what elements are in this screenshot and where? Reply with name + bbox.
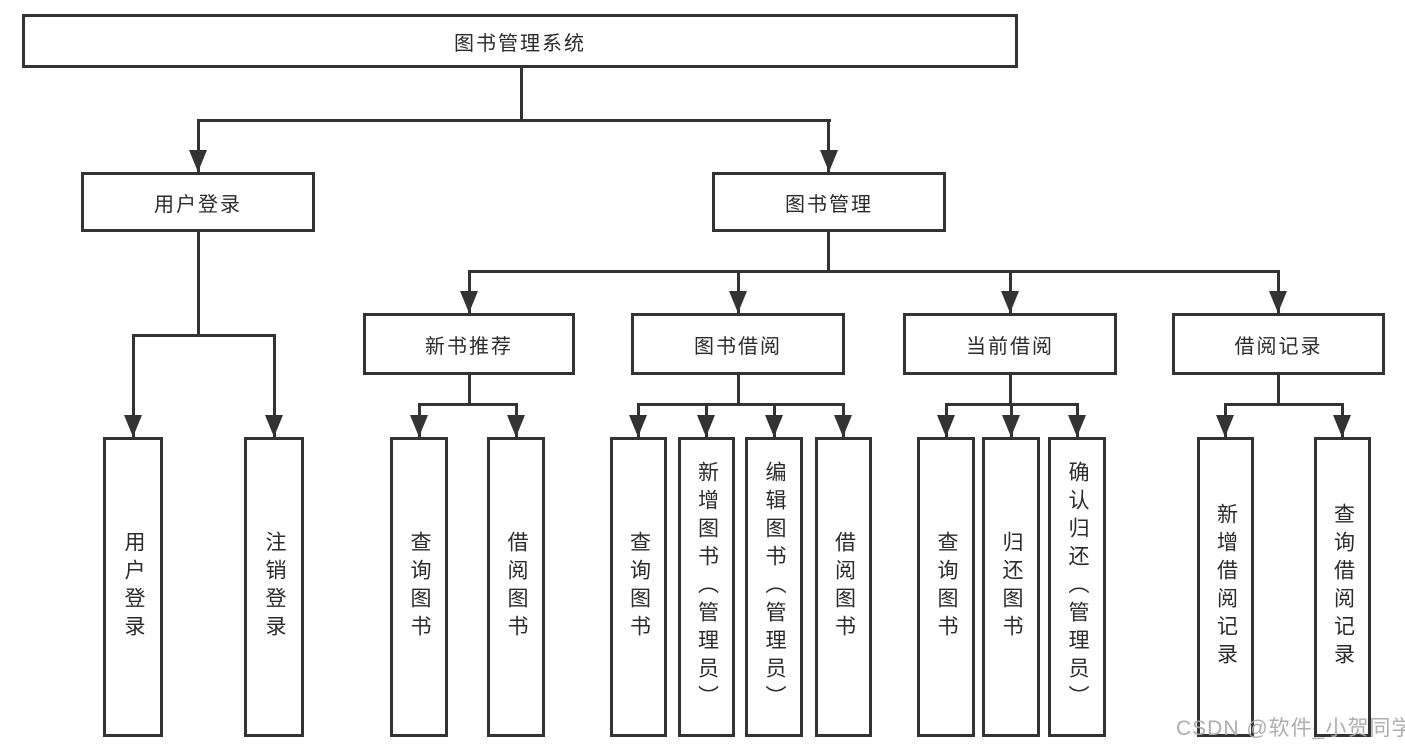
leaf-logout-label: 注销登录 <box>263 531 286 643</box>
leaf-br-query-record: 查询借阅记录 <box>1314 437 1371 737</box>
leaf-user-login: 用户登录 <box>103 437 163 737</box>
arrow-down-icon <box>765 415 783 437</box>
connector-newbookrec-bar <box>418 403 518 406</box>
leaf-br-query-record-label: 查询借阅记录 <box>1331 503 1355 671</box>
leaf-bb-add-book: 新增图书（管理员） <box>678 437 735 737</box>
leaf-bb-query-book: 查询图书 <box>610 437 667 737</box>
arrow-down-icon <box>124 415 142 437</box>
node-book-management: 图书管理 <box>712 172 946 232</box>
leaf-cb-return-book: 归还图书 <box>982 437 1040 737</box>
connector-drop-user-login <box>197 119 200 172</box>
arrow-down-icon <box>460 291 478 313</box>
leaf-cb-query-book-label: 查询图书 <box>935 531 958 643</box>
node-book-borrow: 图书借阅 <box>631 313 845 375</box>
leaf-bb-edit-book: 编辑图书（管理员） <box>745 437 803 737</box>
arrow-down-icon <box>697 415 715 437</box>
connector-userlogin-stem <box>197 232 200 336</box>
node-borrow-record-label: 借阅记录 <box>1234 335 1323 358</box>
arrow-down-icon <box>1269 291 1287 313</box>
leaf-br-add-record: 新增借阅记录 <box>1197 437 1254 737</box>
connector-bookmgmt-stem <box>827 232 830 273</box>
leaf-cb-query-book: 查询图书 <box>917 437 975 737</box>
arrow-down-icon <box>834 415 852 437</box>
leaf-cb-confirm-return-label: 确认归还（管理员） <box>1066 461 1089 713</box>
node-new-book-recommend: 新书推荐 <box>363 313 575 375</box>
connector-drop-leaf-user-login <box>132 334 135 437</box>
arrow-down-icon <box>507 415 525 437</box>
leaf-user-login-label: 用户登录 <box>122 531 145 643</box>
arrow-down-icon <box>937 415 955 437</box>
leaf-rec-query-book-label: 查询图书 <box>408 531 431 643</box>
arrow-down-icon <box>629 415 647 437</box>
node-borrow-record: 借阅记录 <box>1172 313 1385 375</box>
connector-root-bar <box>197 119 831 122</box>
connector-borrowrecord-bar <box>1224 403 1343 406</box>
connector-bookmgmt-bar <box>468 270 1280 273</box>
arrow-down-icon <box>1216 415 1234 437</box>
node-book-borrow-label: 图书借阅 <box>694 335 782 358</box>
arrow-down-icon <box>1333 415 1351 437</box>
connector-drop-leaf-logout <box>273 334 276 437</box>
arrow-down-icon <box>729 291 747 313</box>
leaf-rec-borrow-book-label: 借阅图书 <box>505 531 528 643</box>
leaf-cb-return-book-label: 归还图书 <box>1000 531 1023 643</box>
node-root-label: 图书管理系统 <box>454 32 586 55</box>
connector-drop-book-mgmt <box>827 119 830 172</box>
arrow-down-icon <box>1002 415 1020 437</box>
connector-newbookrec-stem <box>468 375 471 406</box>
arrow-down-icon <box>820 150 838 172</box>
connector-borrowrecord-stem <box>1277 375 1280 406</box>
node-root: 图书管理系统 <box>22 14 1018 68</box>
node-current-borrow: 当前借阅 <box>903 313 1117 375</box>
leaf-rec-query-book: 查询图书 <box>390 437 448 737</box>
leaf-bb-borrow-book: 借阅图书 <box>815 437 872 737</box>
leaf-bb-add-book-label: 新增图书（管理员） <box>695 461 719 713</box>
leaf-bb-edit-book-label: 编辑图书（管理员） <box>763 461 786 713</box>
leaf-br-add-record-label: 新增借阅记录 <box>1214 503 1238 671</box>
node-user-login: 用户登录 <box>81 172 315 232</box>
connector-userlogin-bar <box>132 334 276 337</box>
leaf-bb-query-book-label: 查询图书 <box>627 531 651 643</box>
connector-root-stem <box>520 68 523 122</box>
arrow-down-icon <box>1068 415 1086 437</box>
node-book-management-label: 图书管理 <box>785 193 873 216</box>
node-new-book-recommend-label: 新书推荐 <box>425 335 513 358</box>
arrow-down-icon <box>265 415 283 437</box>
leaf-rec-borrow-book: 借阅图书 <box>487 437 545 737</box>
leaf-cb-confirm-return: 确认归还（管理员） <box>1048 437 1106 737</box>
arrow-down-icon <box>410 415 428 437</box>
connector-bookborrow-stem <box>737 375 740 406</box>
connector-currentborrow-stem <box>1009 375 1012 406</box>
node-current-borrow-label: 当前借阅 <box>966 335 1054 358</box>
leaf-bb-borrow-book-label: 借阅图书 <box>832 531 856 643</box>
leaf-logout: 注销登录 <box>244 437 304 737</box>
connector-bookborrow-bar <box>637 403 845 406</box>
csdn-watermark: CSDN @软件_小贺同学 <box>1176 717 1405 740</box>
arrow-down-icon <box>1001 291 1019 313</box>
node-user-login-label: 用户登录 <box>154 193 242 216</box>
arrow-down-icon <box>189 150 207 172</box>
